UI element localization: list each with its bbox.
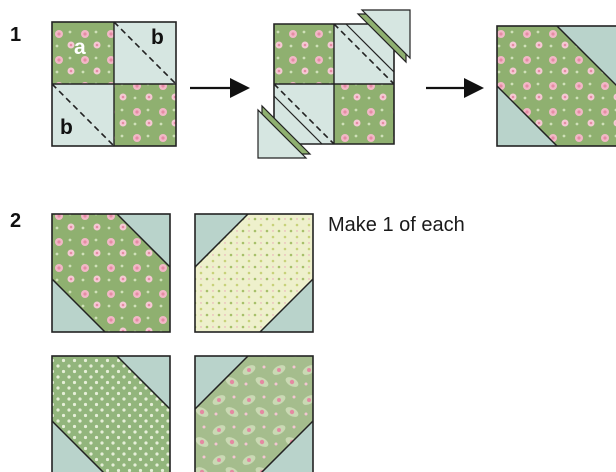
arrow-right-icon — [190, 78, 250, 98]
step2-block-floral — [52, 214, 170, 332]
step2-block-cream — [195, 214, 313, 332]
step2-block-paisley — [195, 356, 313, 472]
step1-trimmed-four-patch — [258, 10, 410, 158]
patch-label-b: b — [60, 116, 73, 140]
step2-block-green-dot — [52, 356, 170, 472]
patch-a-bottom-right — [114, 84, 176, 146]
patch-label-a: a — [74, 36, 86, 60]
patch-label-b: b — [151, 26, 164, 50]
step1-finished-block — [497, 26, 616, 146]
arrow-right-icon — [426, 78, 484, 98]
